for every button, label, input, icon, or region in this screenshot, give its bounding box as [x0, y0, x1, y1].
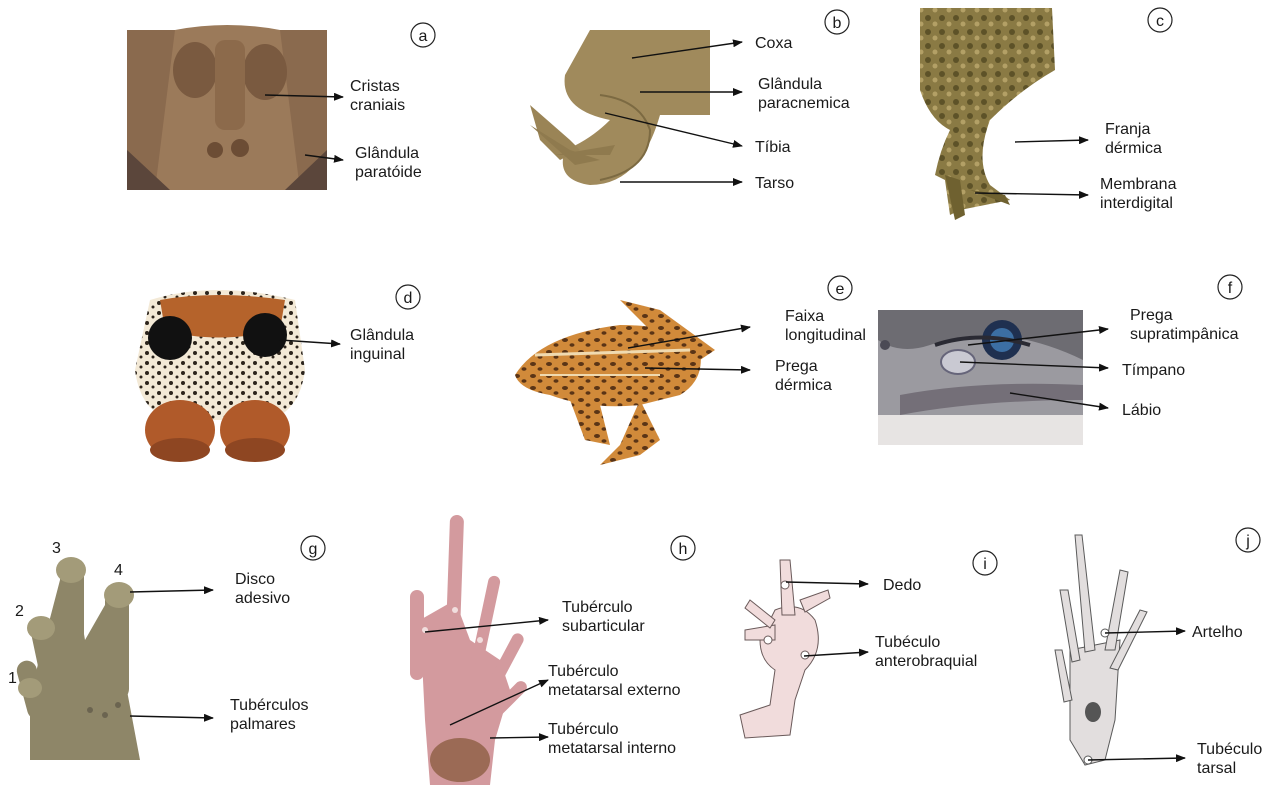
- panel-a: Cristascraniais Glândulaparatóide a: [127, 23, 435, 190]
- pink-foot-photo: [410, 515, 529, 785]
- frog-leg-photo: [530, 30, 710, 185]
- label-artelho: Artelho: [1192, 624, 1243, 641]
- panel-h: Tubérculosubarticular Tubérculometatarsa…: [410, 515, 695, 785]
- label-tuberculo-subarticular: Tubérculosubarticular: [562, 599, 645, 635]
- panel-c: Franjadérmica Membranainterdigital c: [920, 8, 1177, 220]
- panel-letter-b: b: [833, 15, 842, 32]
- label-faixa-longitudinal: Faixalongitudinal: [785, 308, 866, 344]
- label-tuberculo-metatarsal-externo: Tubérculometatarsal externo: [548, 663, 681, 699]
- hand-sketch: [740, 560, 830, 738]
- finger-number-2: 2: [15, 603, 24, 620]
- label-prega-supratimpanica: Pregasupratimpânica: [1130, 307, 1239, 343]
- label-tarso: Tarso: [755, 175, 794, 192]
- panel-letter-j: j: [1245, 533, 1250, 550]
- panel-f: Pregasupratimpânica Tímpano Lábio f: [878, 275, 1242, 445]
- panel-letter-g: g: [309, 541, 318, 558]
- pointer-line: [1015, 140, 1088, 142]
- label-timpano: Tímpano: [1122, 362, 1185, 379]
- label-membrana-interdigital: Membranainterdigital: [1100, 176, 1177, 212]
- label-tuberculo-metatarsal-interno: Tubérculometatarsal interno: [548, 721, 676, 757]
- label-tubeculo-anterobraquial: Tubéculoanterobraquial: [875, 634, 977, 670]
- label-labio: Lábio: [1122, 402, 1161, 419]
- label-dedo: Dedo: [883, 577, 921, 594]
- leopard-frog-photo: [515, 300, 715, 465]
- panel-d: Glândulainguinal d: [135, 285, 420, 462]
- panel-i: Dedo Tubéculoanterobraquial i: [740, 551, 997, 738]
- panel-letter-i: i: [983, 556, 987, 573]
- label-tibia: Tíbia: [755, 139, 791, 156]
- label-tuberculos-palmares: Tubérculospalmares: [230, 697, 309, 733]
- panel-j: Artelho Tubéculotarsal j: [1055, 528, 1262, 777]
- foot-sketch: [1055, 535, 1147, 765]
- label-cristas-craniais: Cristascraniais: [350, 78, 405, 114]
- pointer-line: [130, 590, 213, 592]
- panel-letter-h: h: [679, 541, 688, 558]
- label-coxa: Coxa: [755, 35, 792, 52]
- panel-letter-f: f: [1228, 280, 1233, 297]
- label-glandula-inguinal: Glândulainguinal: [350, 327, 414, 363]
- pointer-line: [786, 582, 868, 584]
- panel-letter-a: a: [419, 28, 428, 45]
- mottled-leg-photo: [920, 8, 1055, 220]
- label-glandula-paratoide: Glândulaparatóide: [355, 145, 422, 181]
- label-prega-dermica: Pregadérmica: [775, 358, 832, 394]
- toad-head-photo: [127, 25, 327, 190]
- label-tubeculo-tarsal: Tubéculotarsal: [1197, 741, 1262, 777]
- tree-frog-hand-photo: [15, 557, 140, 760]
- finger-number-1: 1: [8, 670, 17, 687]
- label-disco-adesivo: Discoadesivo: [235, 571, 290, 607]
- frog-rear-photo: [135, 290, 305, 462]
- panel-g: 1 2 3 4 Discoadesivo Tubérculospalmares …: [8, 536, 325, 760]
- finger-number-3: 3: [52, 540, 61, 557]
- panel-e: Faixalongitudinal Pregadérmica e: [515, 276, 866, 465]
- panel-letter-d: d: [404, 290, 413, 307]
- panel-letter-c: c: [1156, 13, 1164, 30]
- label-franja-dermica: Franjadérmica: [1105, 121, 1162, 157]
- frog-head-side-photo: [878, 310, 1083, 445]
- pointer-line: [130, 716, 213, 718]
- panel-letter-e: e: [836, 281, 845, 298]
- pointer-line: [490, 737, 548, 738]
- label-glandula-paracnemica: Glândulaparacnemica: [758, 76, 850, 112]
- finger-number-4: 4: [114, 562, 123, 579]
- panel-b: Coxa Glândulaparacnemica Tíbia Tarso b: [530, 10, 850, 192]
